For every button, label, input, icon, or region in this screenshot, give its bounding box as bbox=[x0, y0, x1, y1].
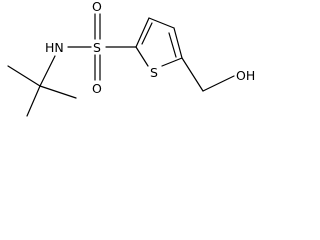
tert-butyl-group bbox=[7, 55, 77, 117]
bond-quaternary-c-methyl-bottom bbox=[26, 85, 41, 117]
sulfonyl-s-label: S bbox=[93, 40, 101, 55]
bond-quaternary-c-to-nh bbox=[39, 55, 56, 87]
sulfonamide-group bbox=[67, 13, 137, 81]
bond-c5-to-c4 bbox=[173, 27, 183, 59]
hydroxymethyl-group bbox=[181, 57, 235, 92]
bond-quaternary-c-methyl-right bbox=[39, 85, 77, 99]
nh-label: HN bbox=[45, 40, 64, 55]
bond-ch2-to-oh bbox=[202, 75, 235, 92]
bond-c2-to-ring-s bbox=[135, 46, 149, 67]
bond-c4-to-c3 bbox=[148, 17, 175, 29]
thiophene-ring bbox=[135, 17, 183, 67]
bond-c3-to-c2 bbox=[135, 17, 150, 48]
bond-c4-c5-double-inner bbox=[168, 32, 177, 58]
bond-ring-s-to-c5 bbox=[161, 57, 183, 67]
sulfonyl-o-top-label: O bbox=[92, 0, 102, 14]
ring-s-label: S bbox=[150, 65, 158, 80]
bond-c2-c3-double-inner bbox=[141, 22, 153, 45]
atom-labels: HN S O O S OH bbox=[45, 0, 255, 96]
hydroxyl-label: OH bbox=[236, 68, 255, 83]
bond-quaternary-c-methyl-left bbox=[7, 65, 41, 87]
bond-c5-to-ch2 bbox=[181, 57, 204, 92]
molecule-structure: HN S O O S OH bbox=[7, 0, 255, 117]
sulfonyl-o-bottom-label: O bbox=[92, 81, 102, 96]
